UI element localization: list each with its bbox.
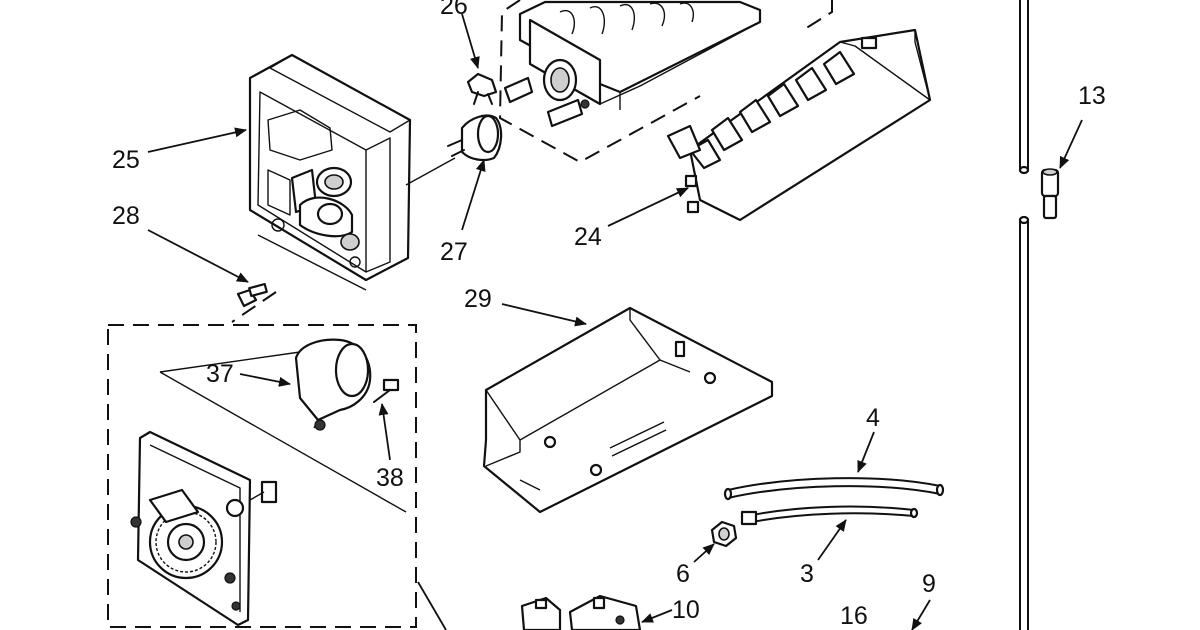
part-27-connector — [447, 114, 503, 162]
callout-3: 3 — [800, 560, 814, 588]
axle-line — [405, 157, 456, 186]
link-line — [231, 291, 277, 323]
callout-38: 38 — [376, 464, 404, 492]
callout-9: 9 — [922, 570, 936, 598]
callout-29: 29 — [464, 285, 492, 313]
callout-28: 28 — [112, 202, 140, 230]
callout-labels: 26 25 28 27 24 29 37 38 13 4 6 3 9 16 10 — [112, 0, 1106, 630]
ice-mold-assembly — [498, 0, 833, 164]
callout-37: 37 — [206, 360, 234, 388]
callout-4: 4 — [866, 404, 880, 432]
callout-24: 24 — [574, 223, 602, 251]
part-29-bracket — [482, 306, 774, 514]
part-28-screw — [236, 282, 268, 308]
callout-25: 25 — [112, 146, 140, 174]
part-37-motor — [159, 338, 407, 513]
part-24-ejector — [666, 28, 932, 222]
part-3-tube — [740, 505, 919, 526]
callout-6: 6 — [676, 560, 690, 588]
leader-lines — [147, 13, 1083, 630]
callout-27: 27 — [440, 238, 468, 266]
part-38-screw — [373, 378, 400, 403]
callout-10: 10 — [672, 596, 700, 624]
part-13-coupling — [1018, 0, 1060, 630]
part-6-nut — [710, 520, 738, 548]
part-26-clip — [466, 72, 498, 105]
callout-16: 16 — [840, 602, 868, 630]
part-4-tube — [723, 477, 945, 501]
callout-13: 13 — [1078, 82, 1106, 110]
motor-group-box — [107, 324, 417, 628]
part-10-valve — [520, 594, 642, 630]
callout-26: 26 — [440, 0, 468, 20]
part-25-control-housing — [248, 53, 412, 291]
motor-plate — [130, 430, 278, 627]
